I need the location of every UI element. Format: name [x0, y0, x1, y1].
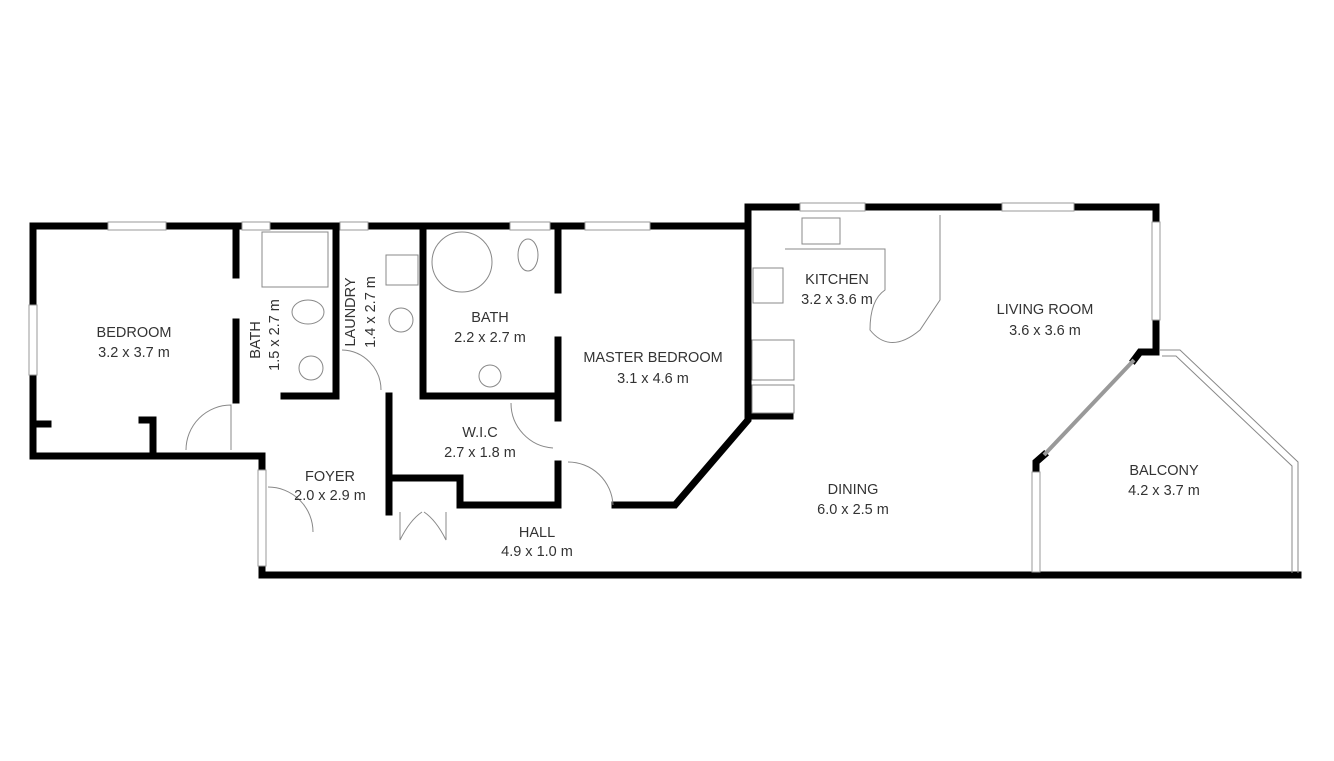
- toilet-icon: [291, 299, 325, 325]
- room-name-wic: W.I.C: [462, 425, 497, 441]
- room-name-bedroom: BEDROOM: [97, 325, 172, 341]
- room-size-master-bedroom: 3.1 x 4.6 m: [617, 371, 689, 387]
- room-size-bath: 1.5 x 2.7 m: [267, 299, 283, 371]
- washer-icon: [388, 307, 414, 333]
- sink-icon: [478, 364, 502, 388]
- room-size-bedroom: 3.2 x 3.7 m: [98, 345, 170, 361]
- sink-icon: [298, 355, 324, 381]
- room-size-master-bath: 2.2 x 2.7 m: [454, 330, 526, 346]
- wall: [280, 222, 340, 400]
- room-size-living-room: 3.6 x 3.6 m: [1009, 323, 1081, 339]
- shower-icon: [261, 231, 329, 288]
- window: [1151, 221, 1161, 321]
- window: [584, 221, 651, 231]
- window: [28, 304, 38, 376]
- cabinet: [751, 384, 795, 414]
- room-name-kitchen: KITCHEN: [805, 272, 869, 288]
- windows: [28, 202, 1299, 573]
- room-name-laundry: LAUNDRY: [343, 277, 359, 346]
- wall: [385, 474, 562, 509]
- door-swing: [341, 349, 382, 391]
- room-size-hall: 4.9 x 1.0 m: [501, 544, 573, 560]
- stove-icon: [752, 267, 784, 304]
- balcony-railing-inner: [1162, 355, 1293, 573]
- window: [1031, 471, 1041, 573]
- window: [799, 202, 866, 212]
- window: [107, 221, 167, 231]
- wall: [419, 222, 562, 400]
- fixtures: [185, 215, 941, 541]
- wall: [138, 416, 157, 456]
- room-name-hall: HALL: [519, 525, 555, 541]
- room-name-master-bath: BATH: [471, 310, 509, 326]
- kitchen-sink-icon: [801, 217, 841, 245]
- room-name-balcony: BALCONY: [1129, 463, 1199, 479]
- room-size-kitchen: 3.2 x 3.6 m: [801, 292, 873, 308]
- window: [509, 221, 551, 231]
- fridge-icon: [751, 339, 795, 381]
- walls: [29, 203, 1302, 579]
- toilet-icon: [517, 238, 539, 272]
- window: [257, 469, 267, 567]
- master-right-wall: [611, 203, 752, 509]
- room-name-foyer: FOYER: [305, 469, 355, 485]
- room-name-bath: BATH: [248, 321, 264, 359]
- double-door: [399, 511, 447, 541]
- room-size-dining: 6.0 x 2.5 m: [817, 502, 889, 518]
- room-name-dining: DINING: [828, 482, 879, 498]
- room-labels: BEDROOM 3.2 x 3.7 m BATH 1.5 x 2.7 m LAU…: [97, 272, 1200, 560]
- room-size-laundry: 1.4 x 2.7 m: [363, 276, 379, 348]
- window: [1001, 202, 1075, 212]
- room-name-master-bedroom: MASTER BEDROOM: [583, 350, 722, 366]
- kitchen-island: [785, 215, 941, 343]
- room-name-living-room: LIVING ROOM: [997, 302, 1094, 318]
- window: [339, 221, 369, 231]
- room-size-wic: 2.7 x 1.8 m: [444, 445, 516, 461]
- room-size-balcony: 4.2 x 3.7 m: [1128, 483, 1200, 499]
- bottom-wall: [258, 562, 1302, 579]
- room-size-foyer: 2.0 x 2.9 m: [294, 488, 366, 504]
- top-wall-right: [744, 203, 1160, 229]
- bathtub-icon: [431, 231, 493, 293]
- door-swing: [185, 404, 232, 451]
- window: [241, 221, 271, 231]
- balcony-corner-wall: [1032, 450, 1049, 476]
- balcony-railing: [1160, 349, 1299, 573]
- door-swing: [267, 486, 314, 533]
- door-swing: [567, 461, 614, 506]
- door-swing: [510, 402, 554, 449]
- living-right-wall: [1129, 316, 1160, 365]
- sliding-door: [1042, 358, 1136, 457]
- laundry-sink-icon: [385, 254, 419, 286]
